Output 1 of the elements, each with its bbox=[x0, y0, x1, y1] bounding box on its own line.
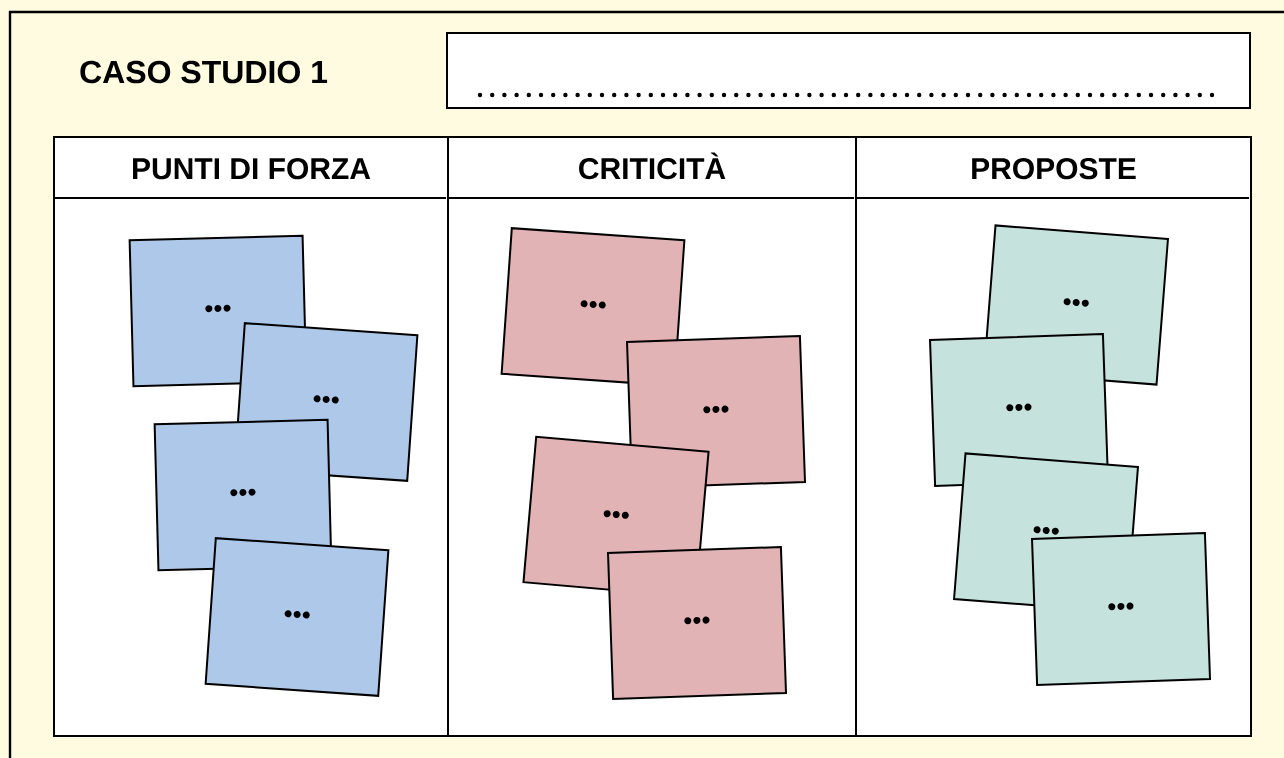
heading: CASO STUDIO 1 bbox=[80, 60, 328, 84]
